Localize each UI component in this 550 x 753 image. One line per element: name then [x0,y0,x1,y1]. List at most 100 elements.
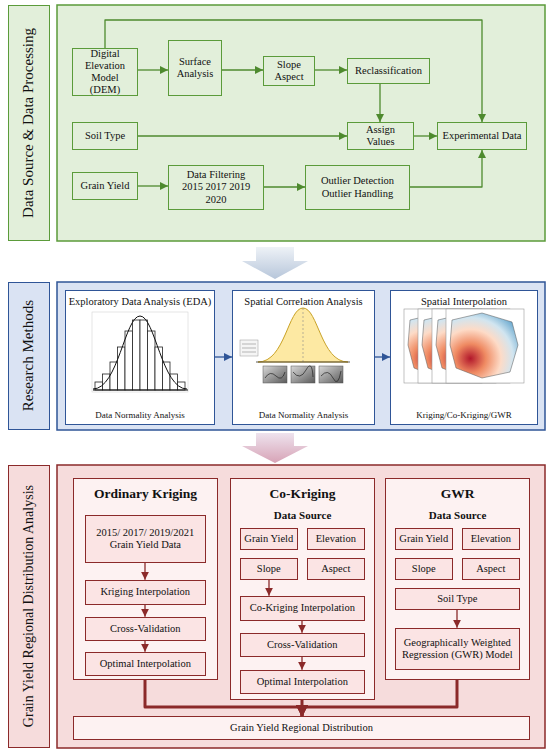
step-box: Kriging Interpolation [85,580,206,605]
box-label: Aspect [476,563,505,575]
box-label: Slope [412,563,436,575]
box-label: Soil Type [437,593,477,605]
method-title: GWR [386,479,529,502]
step-box: Elevation [462,528,520,550]
box-label: Outlier Handling [322,188,393,200]
box-label: 2015/ 2017/ 2019/2021 Grain Yield Data [89,527,202,551]
box-label: 2015 2017 2019 2020 [172,181,260,205]
method-box: Spatial InterpolationKriging/Co-Kriging/… [390,290,538,425]
bell-curve-illustration [240,308,350,383]
step-box: Soil Type [395,588,520,610]
box-label: Geographically Weighted Regression (GWR)… [399,637,516,661]
step-box: Aspect [462,558,520,580]
process-box: Reclassification [347,58,430,84]
process-box: Assign Values [347,122,414,150]
step-box: 2015/ 2017/ 2019/2021 Grain Yield Data [85,515,206,563]
flow-arrow [379,84,380,122]
step-box: Cross-Validation [240,633,365,657]
flow-arrow [144,563,145,580]
step-box: Elevation [307,528,365,550]
step-box: Aspect [307,558,365,580]
section-label: Research Methods [8,282,50,430]
box-label: Cross-Validation [110,623,181,635]
box-label: Grain Yield [81,180,130,192]
process-box: Slope Aspect [263,56,315,86]
process-box: Experimental Data [437,122,527,150]
step-box: Slope [240,558,298,580]
method-box: Spatial Correlation AnalysisData Normali… [232,290,375,425]
process-box: Soil Type [72,122,138,150]
box-label: Digital Elevation Model (DEM) [76,48,134,96]
section-title: Grain Yield Regional Distribution Analys… [21,485,37,727]
box-label: Outlier Detection [321,175,394,187]
process-box: Surface Analysis [168,40,222,96]
section-panel [57,465,545,748]
flow-arrow [268,580,269,596]
method-title: Exploratory Data Analysis (EDA) [68,296,212,308]
flow-arrow [375,356,390,357]
flow-arrow [414,135,437,136]
figure-caption: Kriging/Co-Kriging/GWR [393,410,535,420]
box-label: Co-Kriging Interpolation [250,602,355,614]
step-box: Geographically Weighted Regression (GWR)… [395,628,520,670]
flow-arrow [410,150,482,187]
figure-caption: Data Normality Analysis [235,410,372,420]
box-label: Data Filtering [187,169,246,181]
method-box: Exploratory Data Analysis (EDA) Data Norm… [65,290,215,425]
flow-arrow [105,20,482,122]
flow-arrow [145,680,302,716]
box-label: Surface Analysis [172,56,218,80]
box-label: Elevation [471,533,511,545]
box-label: Optimal Interpolation [100,658,191,670]
flow-arrow [315,69,347,70]
group-heading: Data Source [231,509,374,522]
method-title: Spatial Interpolation [393,296,535,308]
step-box: Cross-Validation [85,617,206,641]
flow-arrow [144,641,145,652]
method-group-box: Ordinary Kriging2015/ 2017/ 2019/2021 Gr… [73,478,218,680]
box-label: Experimental Data [442,130,521,142]
box-label: Optimal Interpolation [257,676,348,688]
flow-arrow [144,605,145,617]
box-label: Grain Yield Regional Distribution [230,722,373,734]
process-box: Data Filtering2015 2017 2019 2020 [168,165,264,210]
box-label: Soil Type [85,130,125,142]
step-box: Grain Yield [240,528,298,550]
box-label: Grain Yield [244,533,293,545]
transition-arrow [242,433,308,463]
flow-arrow [138,135,347,136]
method-group-box: Co-KrigingData SourceGrain Yield Elevatio… [230,478,375,700]
figure-caption: Data Normality Analysis [68,410,212,420]
section-label: Data Source & Data Processing [8,5,50,241]
process-box: Digital Elevation Model (DEM) [72,48,138,96]
step-box: Optimal Interpolation [85,652,206,676]
flow-arrow [138,69,168,70]
map-stack-illustration [404,309,524,383]
box-label: Kriging Interpolation [101,586,191,598]
method-group-box: GWRData SourceGrain YieldElevationSlopeA… [385,478,530,680]
process-box: Outlier DetectionOutlier Handling [305,165,410,210]
box-label: Elevation [316,533,356,545]
box-label: Slope [257,563,281,575]
box-label: Aspect [321,563,350,575]
method-group-box: Grain Yield Regional Distribution [73,716,530,740]
flow-arrow [138,185,168,186]
method-title: Co-Kriging [231,479,374,502]
flow-arrow [264,186,305,187]
section-title: Research Methods [20,300,37,411]
method-title: Spatial Correlation Analysis [235,296,372,308]
step-box: Slope [395,558,453,580]
box-label: Assign Values [351,124,410,148]
flow-arrow [222,69,263,70]
box-label: Reclassification [355,65,422,77]
flow-arrow [301,700,304,716]
transition-arrow [242,247,308,279]
flow-arrow [456,610,457,628]
flow-arrow [301,657,302,670]
step-box: Optimal Interpolation [240,670,365,694]
process-box: Grain Yield [72,172,138,200]
section-panel [57,282,545,430]
